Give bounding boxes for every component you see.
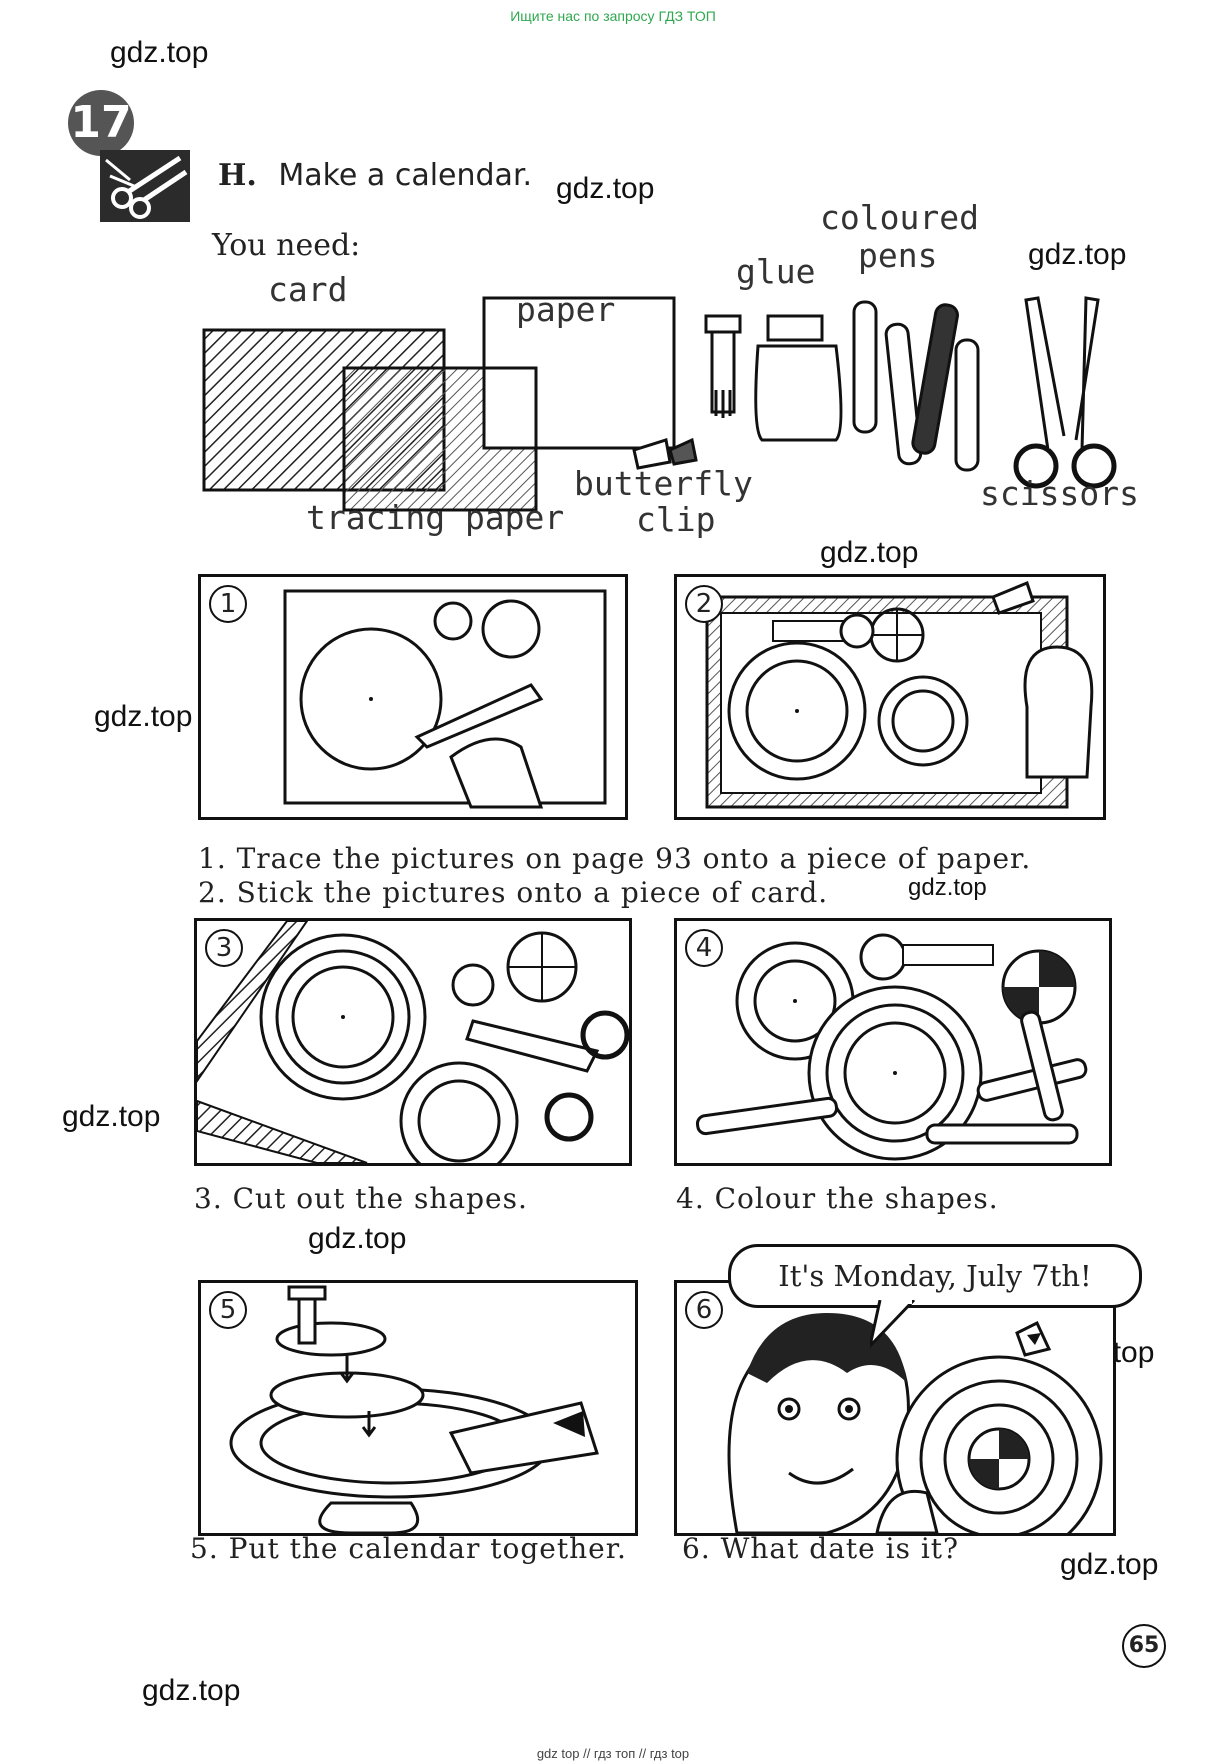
step-number-2: 2 xyxy=(685,585,723,623)
you-need-label: You need: xyxy=(212,228,361,263)
step-number-5: 5 xyxy=(209,1291,247,1329)
step-number-6: 6 xyxy=(685,1291,723,1329)
step-panel-2: 2 xyxy=(674,574,1106,820)
watermark: gdz.top xyxy=(556,172,655,205)
material-label-butterfly: butterfly xyxy=(574,464,753,503)
watermark: gdz.top xyxy=(908,874,987,901)
heading-letter: H. xyxy=(218,158,257,193)
step-panel-6: 6 xyxy=(674,1280,1116,1536)
step-panel-3: 3 xyxy=(194,918,632,1166)
watermark: gdz.top xyxy=(1028,238,1127,271)
step-number-1: 1 xyxy=(209,585,247,623)
watermark: gdz.top xyxy=(1060,1548,1159,1581)
step-caption-5: 5. Put the calendar together. xyxy=(190,1532,627,1565)
footer-note: gdz top // гдз топ // гдз top xyxy=(536,1746,690,1761)
material-label-clip: clip xyxy=(636,500,716,539)
watermark: gdz.top xyxy=(94,700,193,733)
material-label-coloured: coloured xyxy=(820,198,979,237)
speech-bubble-tail xyxy=(870,1300,930,1350)
step-panel-5: 5 xyxy=(198,1280,638,1536)
step-caption-3: 3. Cut out the shapes. xyxy=(194,1182,528,1215)
watermark: gdz.top xyxy=(110,36,209,69)
watermark: gdz.top xyxy=(820,536,919,569)
material-label-pens: pens xyxy=(858,236,938,275)
material-label-paper: paper xyxy=(516,290,616,329)
speech-bubble: It's Monday, July 7th! xyxy=(728,1244,1142,1308)
materials-illustration xyxy=(196,290,1156,530)
page-number: 65 xyxy=(1122,1624,1166,1668)
watermark: gdz.top xyxy=(308,1222,407,1255)
watermark: gdz.top xyxy=(142,1674,241,1707)
step-number-4: 4 xyxy=(685,929,723,967)
step-caption-6: 6. What date is it? xyxy=(682,1532,960,1565)
material-label-scissors: scissors xyxy=(980,474,1139,513)
heading-text: Make a calendar. xyxy=(278,158,533,193)
watermark: gdz.top xyxy=(62,1100,161,1133)
step-caption-2: 2. Stick the pictures onto a piece of ca… xyxy=(198,876,829,909)
material-label-glue: glue xyxy=(736,252,816,291)
step-caption-4: 4. Colour the shapes. xyxy=(676,1182,999,1215)
paper-sheet xyxy=(482,296,676,450)
step-caption-1: 1. Trace the pictures on page 93 onto a … xyxy=(198,842,1032,875)
step-panel-1: 1 xyxy=(198,574,628,820)
material-label-card: card xyxy=(268,270,348,309)
step-number-3: 3 xyxy=(205,929,243,967)
scissors-icon xyxy=(100,150,190,222)
activity-heading: H. Make a calendar. xyxy=(218,158,532,193)
step-panel-4: 4 xyxy=(674,918,1112,1166)
material-label-tracing-paper: tracing paper xyxy=(306,498,565,537)
top-note: Ищите нас по запросу ГДЗ ТОП xyxy=(510,8,716,24)
unit-number-badge: 17 xyxy=(68,90,134,156)
